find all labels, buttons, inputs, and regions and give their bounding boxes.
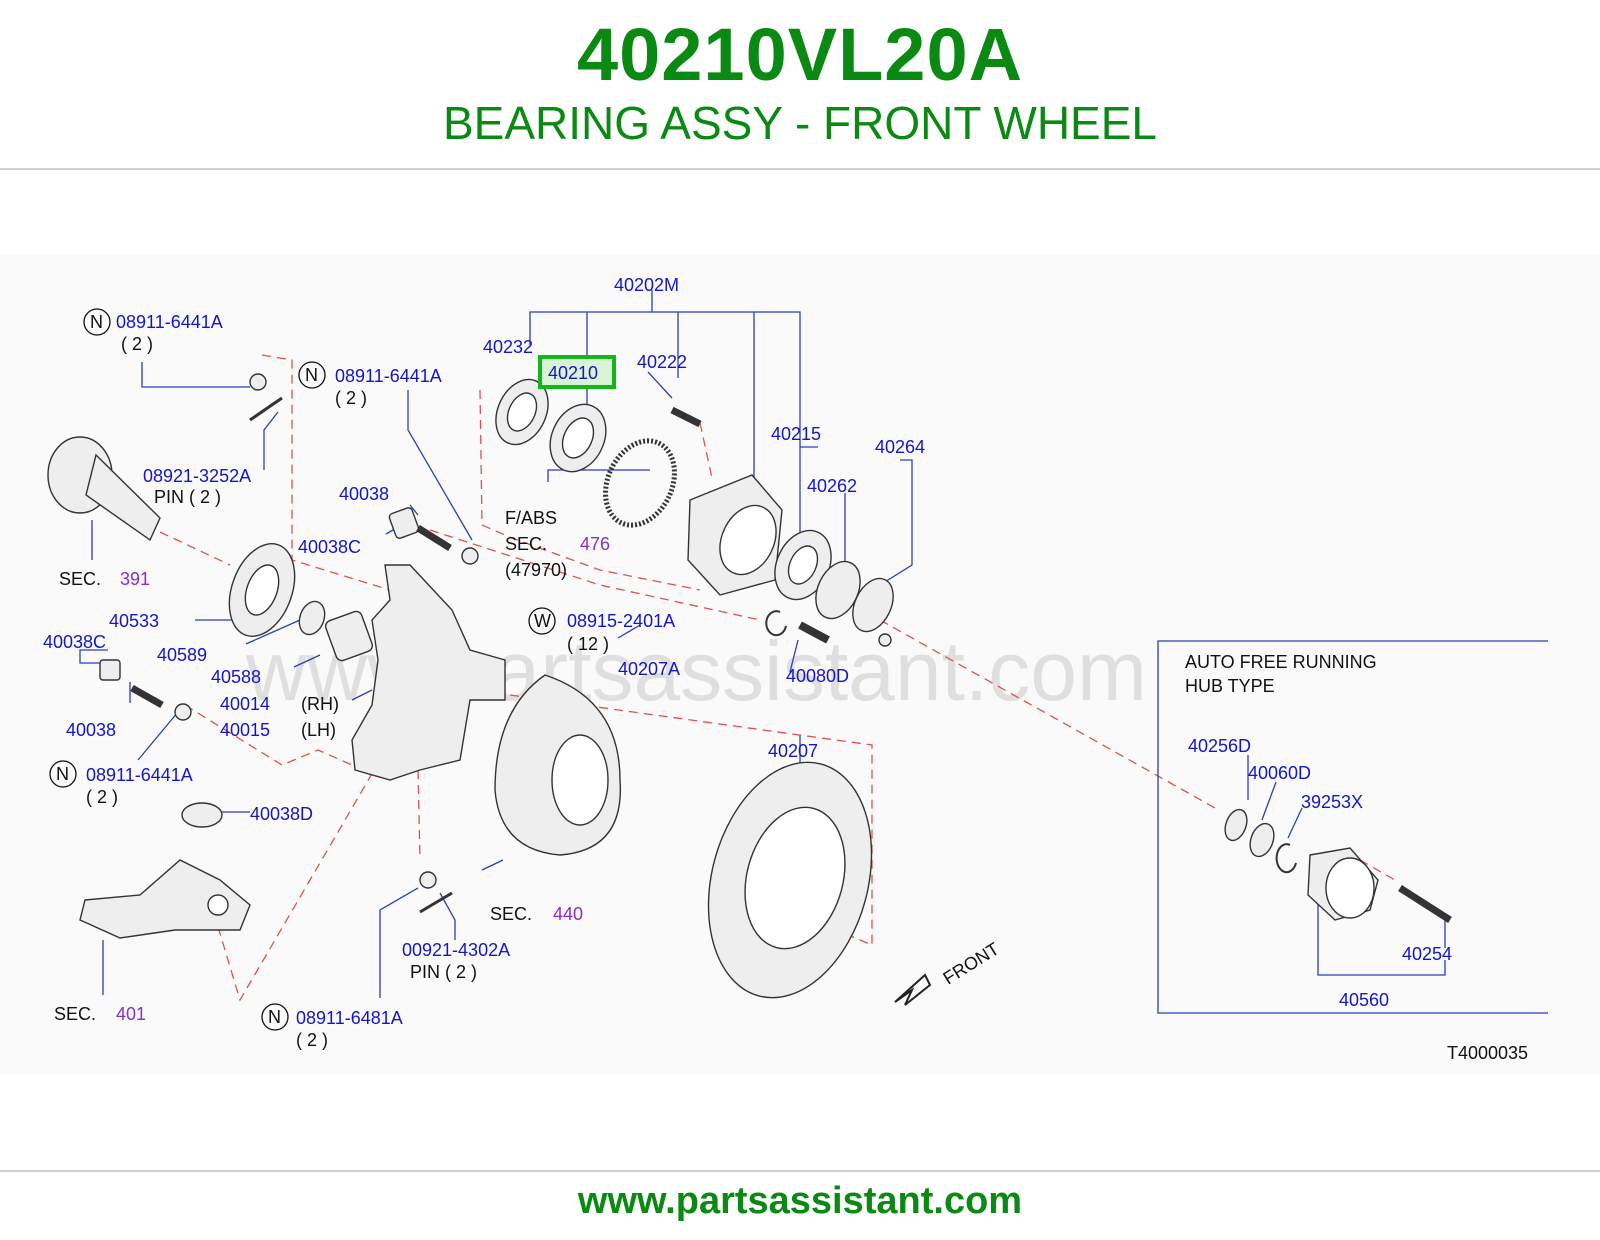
nut-08911-icon xyxy=(461,547,479,565)
bolt-40038-b-icon xyxy=(130,684,164,709)
qty-label-1: ( 2 ) xyxy=(121,334,153,354)
nut-08911-6481-icon xyxy=(419,871,437,889)
sec-label-401: SEC. xyxy=(54,1004,96,1024)
leader-lines xyxy=(79,290,1446,998)
prefix-n-4: N xyxy=(268,1007,281,1027)
pin-label-1: PIN ( 2 ) xyxy=(154,487,221,507)
sec-label-440: SEC. xyxy=(490,904,532,924)
fabs-label: F/ABS xyxy=(505,508,557,528)
section-link-391[interactable]: 391 xyxy=(120,569,150,589)
part-label-40038c-2[interactable]: 40038C xyxy=(43,632,106,652)
part-label-08911-6441a-2[interactable]: 08911-6441A xyxy=(335,366,442,386)
pin-label-2: PIN ( 2 ) xyxy=(410,962,477,982)
bushing-40038-icon xyxy=(388,507,420,539)
washer-40060d-icon xyxy=(1249,822,1275,858)
part-label-40232[interactable]: 40232 xyxy=(483,337,533,357)
prefix-n-3: N xyxy=(56,764,69,784)
part-label-39253x[interactable]: 39253X xyxy=(1301,792,1363,812)
diagram-code: T4000035 xyxy=(1447,1043,1528,1063)
nut-icon xyxy=(249,373,267,391)
snap-ring-39253x-icon xyxy=(1275,843,1297,874)
bolt-40254-icon xyxy=(1398,885,1452,923)
prefix-n-2: N xyxy=(305,365,318,385)
part-label-40207[interactable]: 40207 xyxy=(768,741,818,761)
inset-title-line2: HUB TYPE xyxy=(1185,676,1275,696)
part-label-40038d[interactable]: 40038D xyxy=(250,804,313,824)
part-drawings xyxy=(47,373,1452,999)
lower-arm-icon xyxy=(79,859,251,939)
part-label-40215[interactable]: 40215 xyxy=(771,424,821,444)
auto-free-hub-inset xyxy=(1157,640,1548,1014)
part-label-40210[interactable]: 40210 xyxy=(548,363,598,383)
section-link-401[interactable]: 401 xyxy=(116,1004,146,1024)
part-label-40262[interactable]: 40262 xyxy=(807,476,857,496)
sec-label-476: SEC. xyxy=(505,534,547,554)
part-label-40222[interactable]: 40222 xyxy=(637,352,687,372)
part-label-40038c-1[interactable]: 40038C xyxy=(298,537,361,557)
part-label-08911-6441a-3[interactable]: 08911-6441A xyxy=(86,765,193,785)
part-label-40264[interactable]: 40264 xyxy=(875,437,925,457)
prefix-w: W xyxy=(534,611,551,631)
cotter-pin-icon xyxy=(249,396,283,422)
part-label-40038-2[interactable]: 40038 xyxy=(66,720,116,740)
part-label-40533[interactable]: 40533 xyxy=(109,611,159,631)
part-label-40015[interactable]: 40015 xyxy=(220,720,270,740)
part-label-08911-6441a-1[interactable]: 08911-6441A xyxy=(116,312,223,332)
bushing-40588-icon xyxy=(324,610,374,662)
highlighted-part-box xyxy=(538,355,616,389)
lh-label: (LH) xyxy=(301,720,336,740)
screw-icon xyxy=(878,633,892,647)
abs-sensor-ring-icon xyxy=(603,438,677,528)
part-label-40588[interactable]: 40588 xyxy=(211,667,261,687)
qty-label-12: ( 12 ) xyxy=(567,634,609,654)
part-ref-47970: (47970) xyxy=(505,560,567,580)
part-name-subtitle: BEARING ASSY - FRONT WHEEL xyxy=(442,97,1157,149)
section-link-440[interactable]: 440 xyxy=(553,904,583,924)
shaft-spline-icon xyxy=(85,453,161,542)
header-divider xyxy=(0,168,1600,170)
part-label-00921-4302a[interactable]: 00921-4302A xyxy=(402,940,510,960)
bushing-40038c-b-icon xyxy=(99,659,121,681)
part-label-40254[interactable]: 40254 xyxy=(1402,944,1452,964)
cotter-pin-b-icon xyxy=(419,891,453,914)
part-label-08911-6481a[interactable]: 08911-6481A xyxy=(296,1008,403,1028)
plate-40264-icon xyxy=(852,577,894,633)
part-label-08915-2401a[interactable]: 08915-2401A xyxy=(567,611,675,631)
prefix-n-1: N xyxy=(90,312,103,332)
rh-label: (RH) xyxy=(301,694,339,714)
footer-site-url[interactable]: www.partsassistant.com xyxy=(577,1180,1023,1222)
seal-40589-icon xyxy=(298,600,326,636)
part-label-40560[interactable]: 40560 xyxy=(1339,990,1389,1010)
sec-label-391: SEC. xyxy=(59,569,101,589)
qty-label-3: ( 2 ) xyxy=(86,787,118,807)
prefix-circles xyxy=(49,308,556,1031)
section-link-476[interactable]: 476 xyxy=(580,534,610,554)
part-label-40080d[interactable]: 40080D xyxy=(786,666,849,686)
bolt-40038c-icon xyxy=(416,525,452,551)
part-label-40060d[interactable]: 40060D xyxy=(1248,763,1311,783)
nut-08911-c-icon xyxy=(174,703,192,721)
bolt-40080d-icon xyxy=(798,621,830,644)
qty-label-2: ( 2 ) xyxy=(335,388,367,408)
qty-label-4: ( 2 ) xyxy=(296,1030,328,1050)
part-label-40256d[interactable]: 40256D xyxy=(1188,736,1251,756)
part-label-40207a[interactable]: 40207A xyxy=(618,659,680,679)
steering-knuckle-icon xyxy=(351,564,506,781)
part-label-40038-1[interactable]: 40038 xyxy=(339,484,389,504)
part-label-40014[interactable]: 40014 xyxy=(220,694,270,714)
part-label-08921-3252a[interactable]: 08921-3252A xyxy=(143,466,251,486)
footer-divider xyxy=(0,1170,1600,1172)
snap-ring-icon xyxy=(765,610,787,637)
hub-bolt-icon xyxy=(670,406,702,428)
ball-joint-nut-icon xyxy=(181,802,223,828)
inset-title-line1: AUTO FREE RUNNING xyxy=(1185,652,1377,672)
part-label-40202m[interactable]: 40202M xyxy=(614,275,679,295)
washer-40256d-icon xyxy=(1224,808,1248,842)
part-number-title: 40210VL20A xyxy=(576,13,1024,96)
part-label-40589[interactable]: 40589 xyxy=(157,645,207,665)
